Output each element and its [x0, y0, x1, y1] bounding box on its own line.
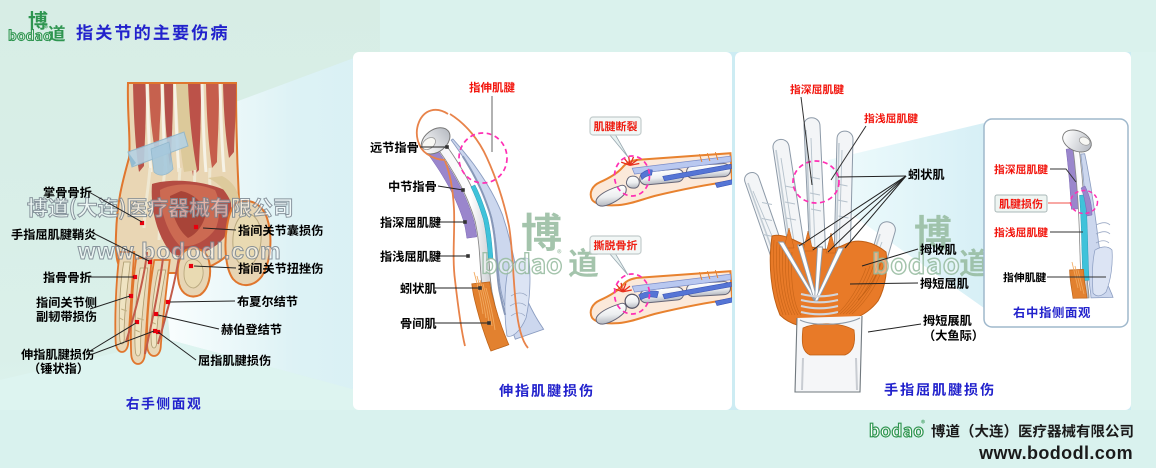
svg-text:www.bododl.com: www.bododl.com: [978, 443, 1133, 463]
svg-text:www.bododl.com: www.bododl.com: [77, 238, 282, 264]
